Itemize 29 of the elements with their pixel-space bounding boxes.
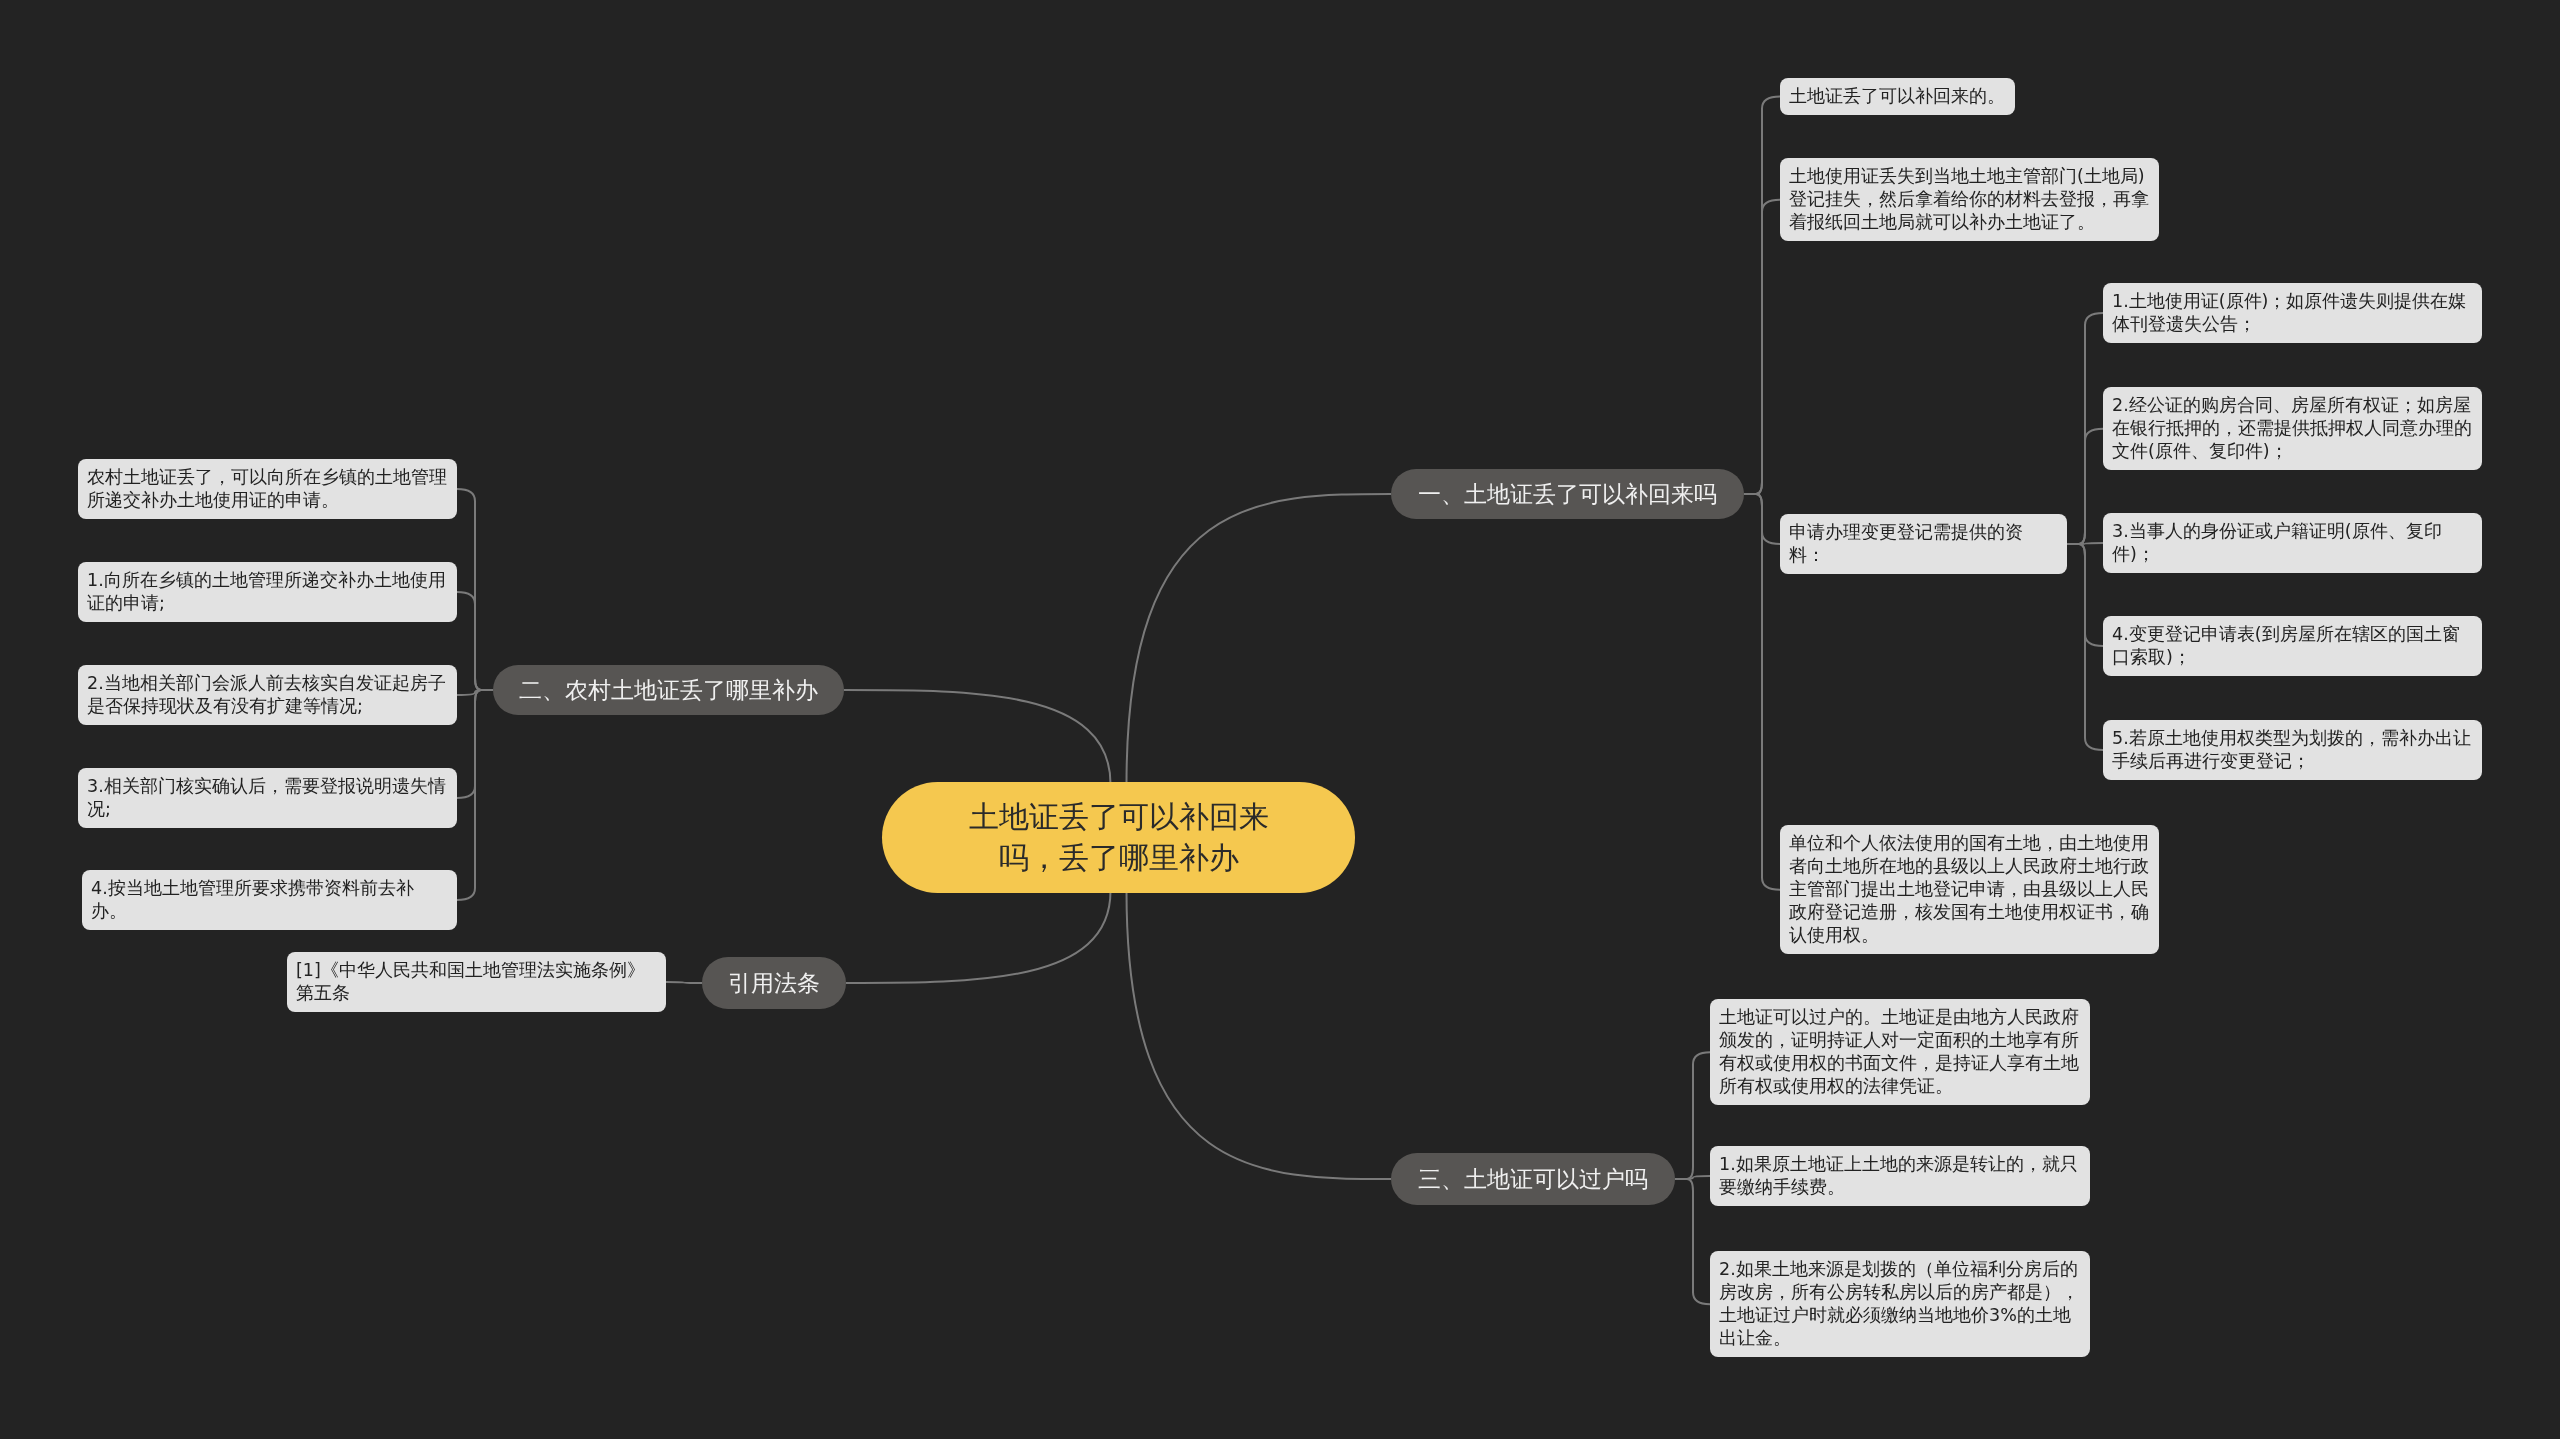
note-card: 1.土地使用证(原件)；如原件遗失则提供在媒体刊登遗失公告； [2103,283,2482,344]
branch-topic: 一、土地证丢了可以补回来吗 [1391,469,1744,519]
branch-topic: 引用法条 [702,957,846,1009]
branch-topic: 二、农村土地证丢了哪里补办 [493,665,844,715]
branch-topic: 三、土地证可以过户吗 [1391,1153,1675,1205]
note-card: 1.向所在乡镇的土地管理所递交补办土地使用证的申请; [78,562,457,623]
note-card: 土地使用证丢失到当地土地主管部门(土地局)登记挂失，然后拿着给你的材料去登报，再拿着报纸回土地局就可以补办土地证了。 [1780,158,2159,242]
central-topic: 土地证丢了可以补回来吗，丢了哪里补办 [882,782,1355,893]
note-card: 申请办理变更登记需提供的资料： [1780,514,2067,575]
connector-line [1674,1178,1711,1306]
note-card: 2.当地相关部门会派人前去核实自发证起房子是否保持现状及有没有扩建等情况; [78,665,457,726]
note-card: 2.如果土地来源是划拨的（单位福利分房后的房改房，所有公房转私房以后的房产都是），土地证过户时就必须缴纳当地地价3%的土地出让金。 [1710,1251,2090,1358]
connector-line [665,981,703,984]
note-card: 1.如果原土地证上土地的来源是转让的，就只要缴纳手续费。 [1710,1146,2090,1207]
note-card: 土地证丢了可以补回来的。 [1780,78,2015,116]
note-card: 土地证可以过户的。土地证是由地方人民政府颁发的，证明持证人对一定面积的土地享有所有权或使用权的书面文件，是持证人享有土地所有权或使用权的法律凭证。 [1710,999,2090,1106]
connector-line [1125,890,1392,1180]
note-card: 4.变更登记申请表(到房屋所在辖区的国土窗口索取)； [2103,616,2482,677]
note-card: 3.当事人的身份证或户籍证明(原件、复印件)； [2103,513,2482,574]
connector-line [845,890,1112,984]
note-card: 4.按当地土地管理所要求携带资料前去补办。 [82,870,457,931]
note-card: [1]《中华人民共和国土地管理法实施条例》第五条 [287,952,666,1013]
connector-line [1125,493,1392,785]
note-card: 5.若原土地使用权类型为划拨的，需补办出让手续后再进行变更登记； [2103,720,2482,781]
connector-line [843,689,1112,785]
note-card: 3.相关部门核实确认后，需要登报说明遗失情况; [78,768,457,829]
note-card: 单位和个人依法使用的国有土地，由土地使用者向土地所在地的县级以上人民政府土地行政主管部门提出土地登记申请，由县级以上人民政府登记造册，核发国有土地使用权证书，确认使用权。 [1780,825,2159,955]
note-card: 2.经公证的购房合同、房屋所有权证；如房屋在银行抵押的，还需提供抵押权人同意办理的文件(原件、复印件)； [2103,387,2482,471]
note-card: 农村土地证丢了，可以向所在乡镇的土地管理所递交补办土地使用证的申请。 [78,459,457,520]
